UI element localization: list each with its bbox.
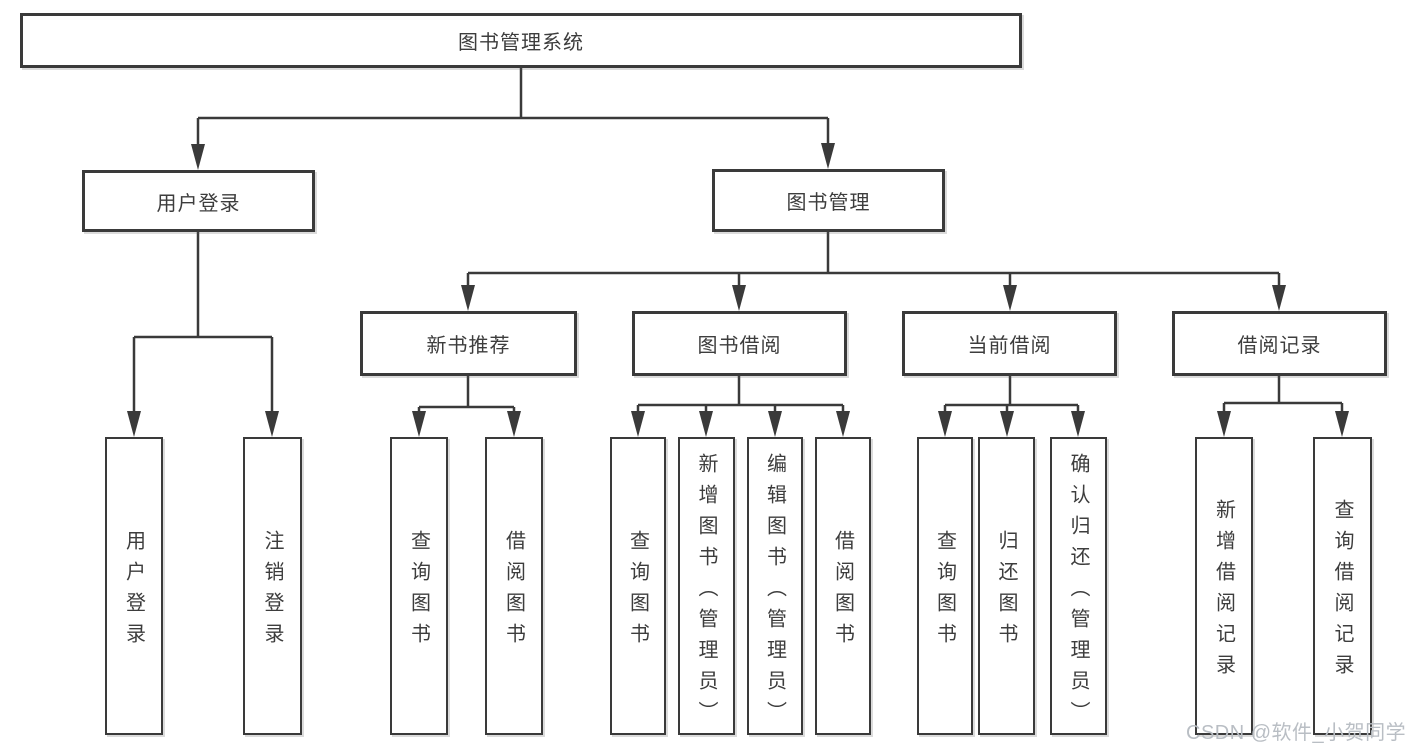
arrowhead <box>821 143 835 169</box>
arrowhead <box>127 411 141 437</box>
leaf-edit-book-admin-label: 编辑图书（管理员） <box>763 452 786 732</box>
arrowhead <box>1071 411 1085 437</box>
arrowhead <box>1335 411 1349 437</box>
leaf-borrow-books-recommend: 借阅图书 <box>485 437 543 735</box>
leaf-confirm-return-admin-label: 确认归还（管理员） <box>1067 452 1089 732</box>
arrowhead <box>836 411 850 437</box>
node-new-book-recommend: 新书推荐 <box>360 311 577 376</box>
node-user-login: 用户登录 <box>82 170 315 232</box>
node-borrow-records: 借阅记录 <box>1172 311 1387 376</box>
arrowhead <box>1000 411 1014 437</box>
leaf-add-book-admin-label: 新增图书（管理员） <box>695 452 717 732</box>
leaf-borrow-books-label: 借阅图书 <box>831 530 854 654</box>
leaf-return-books-label: 归还图书 <box>995 530 1017 654</box>
arrowhead <box>631 411 645 437</box>
arrowhead <box>732 285 746 311</box>
leaf-add-borrow-record-label: 新增借阅记录 <box>1212 499 1235 685</box>
leaf-borrow-books-recommend-label: 借阅图书 <box>502 530 525 654</box>
leaf-query-books-borrow: 查询图书 <box>610 437 666 735</box>
leaf-query-books-current: 查询图书 <box>917 437 973 735</box>
arrowhead <box>1272 285 1286 311</box>
leaf-return-books: 归还图书 <box>978 437 1035 735</box>
node-user-login-label: 用户登录 <box>156 192 241 215</box>
node-book-borrow: 图书借阅 <box>632 311 847 376</box>
leaf-add-book-admin: 新增图书（管理员） <box>678 437 735 735</box>
node-book-management: 图书管理 <box>712 169 945 232</box>
arrowhead <box>461 285 475 311</box>
leaf-logout: 注销登录 <box>243 437 302 735</box>
node-book-management-label: 图书管理 <box>786 192 871 214</box>
leaf-query-books-recommend-label: 查询图书 <box>407 530 430 654</box>
tree-edges <box>132 68 1344 413</box>
node-current-borrow: 当前借阅 <box>902 311 1117 376</box>
node-root: 图书管理系统 <box>20 13 1022 68</box>
arrowhead <box>1217 411 1231 437</box>
arrowhead <box>265 411 279 437</box>
node-new-book-recommend-label: 新书推荐 <box>426 335 511 357</box>
leaf-add-borrow-record: 新增借阅记录 <box>1195 437 1253 735</box>
leaf-confirm-return-admin: 确认归还（管理员） <box>1050 437 1107 735</box>
node-current-borrow-label: 当前借阅 <box>967 335 1052 357</box>
leaf-user-login: 用户登录 <box>105 437 163 735</box>
arrowhead <box>768 411 782 437</box>
node-root-label: 图书管理系统 <box>458 32 584 54</box>
leaf-query-books-recommend: 查询图书 <box>390 437 448 735</box>
arrowhead <box>412 411 426 437</box>
arrowhead <box>191 144 205 170</box>
leaf-logout-label: 注销登录 <box>261 530 283 654</box>
arrowhead <box>1003 285 1017 311</box>
arrowhead <box>938 411 952 437</box>
node-borrow-records-label: 借阅记录 <box>1237 335 1322 357</box>
watermark-text: CSDN @软件_小贺同学 <box>1186 722 1405 744</box>
leaf-query-books-borrow-label: 查询图书 <box>626 530 649 654</box>
leaf-query-books-current-label: 查询图书 <box>933 530 956 654</box>
node-book-borrow-label: 图书借阅 <box>697 335 782 357</box>
arrowhead <box>699 411 713 437</box>
leaf-query-borrow-record: 查询借阅记录 <box>1313 437 1372 735</box>
arrowhead <box>507 411 521 437</box>
leaf-borrow-books: 借阅图书 <box>815 437 871 735</box>
leaf-user-login-label: 用户登录 <box>122 530 145 654</box>
leaf-query-borrow-record-label: 查询借阅记录 <box>1331 499 1353 685</box>
leaf-edit-book-admin: 编辑图书（管理员） <box>747 437 803 735</box>
